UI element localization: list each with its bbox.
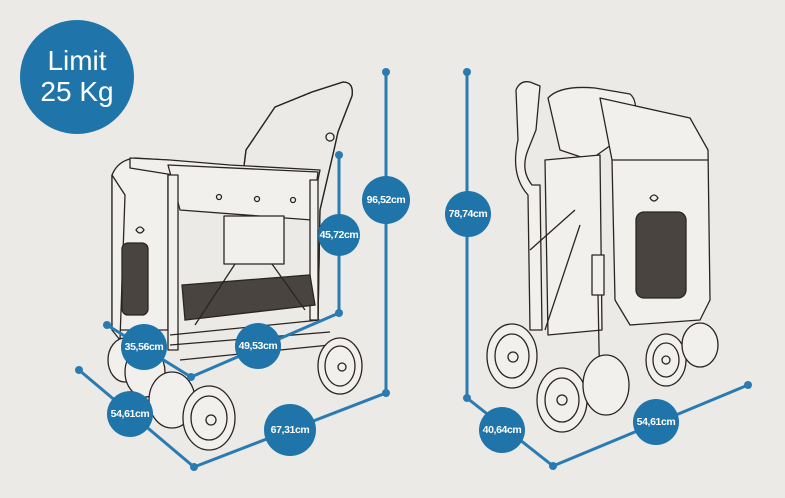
weight-limit-value: 25 Kg bbox=[40, 76, 114, 107]
dimension-label-width: 54,61cm bbox=[107, 391, 153, 437]
dimension-label-folded-depth: 40,64cm bbox=[479, 407, 525, 453]
dimension-label-total-height: 96,52cm bbox=[362, 176, 410, 224]
dimension-label-folded-height: 78,74cm bbox=[445, 191, 491, 237]
dimension-label-basket-depth: 35,56cm bbox=[121, 324, 167, 370]
dimension-label-handle-height: 45,72cm bbox=[318, 214, 360, 256]
folded-stroller-drawing bbox=[486, 81, 719, 433]
dimension-label-length: 67,31cm bbox=[264, 404, 316, 456]
open-stroller-drawing bbox=[107, 81, 363, 451]
weight-limit-badge: Limit 25 Kg bbox=[20, 20, 134, 134]
weight-limit-title: Limit bbox=[47, 45, 107, 76]
dimension-label-folded-width: 54,61cm bbox=[633, 399, 679, 445]
dimension-label-basket-length: 49,53cm bbox=[235, 323, 281, 369]
